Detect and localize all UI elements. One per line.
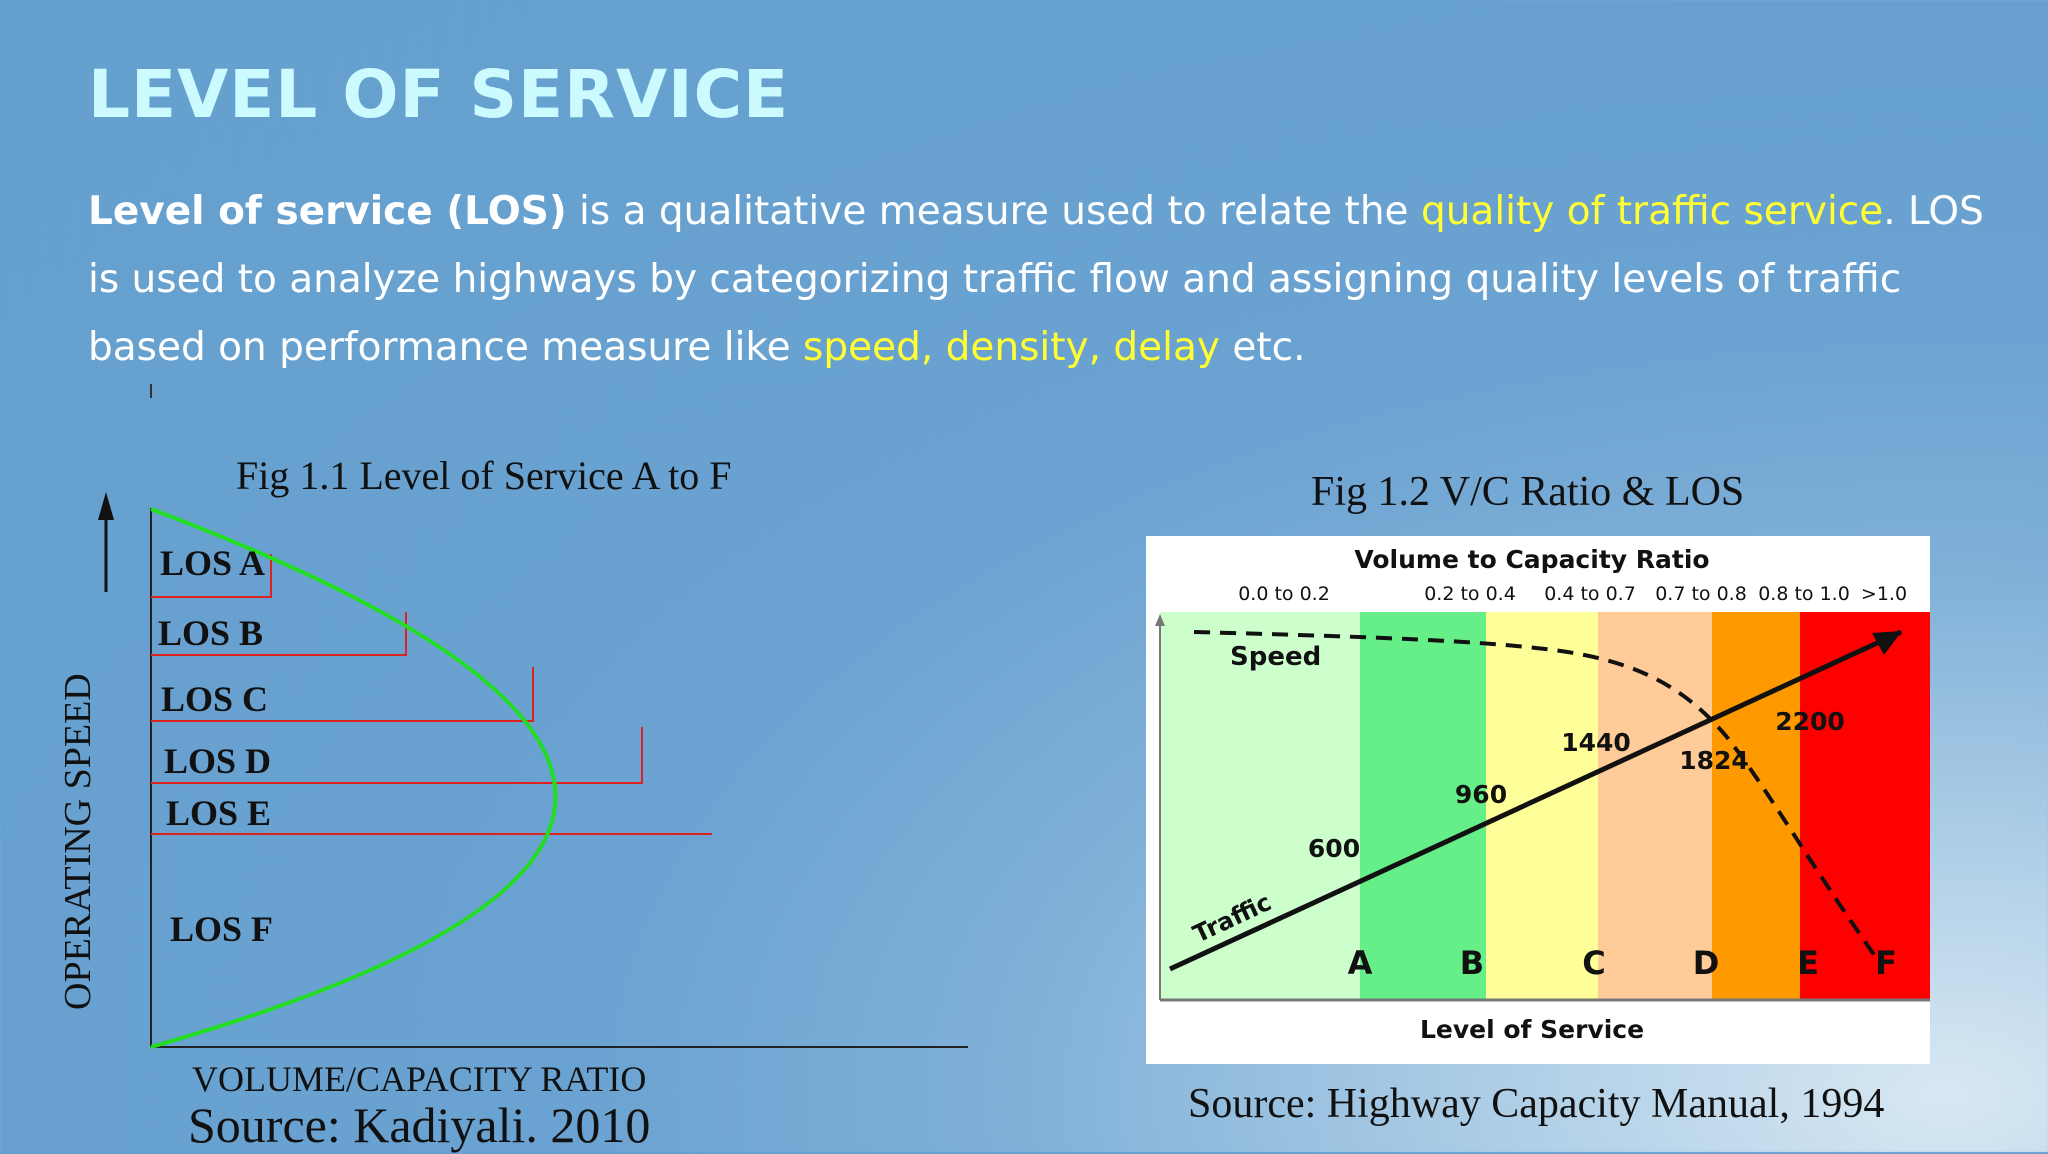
los-a-step xyxy=(151,554,272,598)
los-d-label: LOS D xyxy=(164,741,272,781)
band-b xyxy=(1360,612,1486,1000)
intro-text-2: . LOS is used to analyze highways by cat… xyxy=(88,189,1984,370)
los-letter-f: F xyxy=(1875,944,1897,982)
volume-2200: 2200 xyxy=(1775,707,1845,736)
stray-tick-mark xyxy=(150,384,152,398)
range-1: 0.0 to 0.2 xyxy=(1238,583,1330,605)
fig2-bottom-axis-label: Level of Service xyxy=(1420,1015,1644,1044)
fig1-speed-curve xyxy=(150,507,558,1049)
fig1-y-arrowhead xyxy=(98,492,114,520)
fig2-y-arrowhead xyxy=(1155,614,1165,626)
band-f xyxy=(1800,612,1930,1000)
los-letter-a: A xyxy=(1348,944,1373,982)
volume-1824: 1824 xyxy=(1679,746,1749,775)
fig1-y-axis-label: OPERATING SPEED xyxy=(57,673,99,1010)
band-d xyxy=(1598,612,1712,1000)
los-letter-d: D xyxy=(1693,944,1720,982)
range-2: 0.2 to 0.4 xyxy=(1424,583,1516,605)
highlight-measures: speed, density, delay xyxy=(803,325,1220,370)
los-c-step xyxy=(151,667,534,722)
fig1-los-steps xyxy=(151,554,712,835)
traffic-line xyxy=(1168,629,1903,972)
range-4: 0.7 to 0.8 xyxy=(1655,583,1747,605)
los-b-label: LOS B xyxy=(158,613,264,653)
range-3: 0.4 to 0.7 xyxy=(1544,583,1636,605)
range-5: 0.8 to 1.0 xyxy=(1758,583,1850,605)
intro-paragraph: Level of service (LOS) is a qualitative … xyxy=(88,178,2008,382)
page-title: LEVEL OF SERVICE xyxy=(88,56,790,133)
speed-curve xyxy=(1193,630,1884,968)
los-f-label: LOS F xyxy=(170,909,274,949)
los-letter-e: E xyxy=(1797,944,1819,982)
traffic-arrowhead xyxy=(1872,631,1902,655)
band-e xyxy=(1712,612,1800,1000)
los-term: Level of service (LOS) xyxy=(88,189,567,234)
los-c-label: LOS C xyxy=(161,679,269,719)
intro-text-1: is a qualitative measure used to relate … xyxy=(566,189,1421,234)
intro-text-3: etc. xyxy=(1219,325,1306,370)
volume-600: 600 xyxy=(1308,834,1360,863)
fig1-x-axis-label: VOLUME/CAPACITY RATIO xyxy=(192,1059,647,1099)
fig2-chart: Volume to Capacity Ratio 0.0 to 0.2 0.2 … xyxy=(1155,545,1930,1044)
volume-1440: 1440 xyxy=(1561,728,1631,757)
los-letter-c: C xyxy=(1582,944,1605,982)
los-a-label: LOS A xyxy=(160,543,266,583)
fig1-diagram xyxy=(98,492,968,1049)
fig1-source: Source: Kadiyali. 2010 xyxy=(188,1097,651,1153)
los-e-label: LOS E xyxy=(166,793,272,833)
band-c xyxy=(1486,612,1598,1000)
speed-label: Speed xyxy=(1230,642,1321,672)
band-a xyxy=(1160,612,1360,1000)
fig2-chart-panel: Volume to Capacity Ratio 0.0 to 0.2 0.2 … xyxy=(1146,536,1930,1064)
highlight-quality: quality of traffic service xyxy=(1420,189,1884,234)
los-letter-b: B xyxy=(1460,944,1484,982)
fig1-title: Fig 1.1 Level of Service A to F xyxy=(236,453,732,498)
los-d-step xyxy=(151,727,643,784)
range-6: >1.0 xyxy=(1861,583,1907,605)
fig2-source: Source: Highway Capacity Manual, 1994 xyxy=(1188,1081,1885,1127)
fig2-title: Fig 1.2 V/C Ratio & LOS xyxy=(1311,469,1745,515)
fig2-top-axis-label: Volume to Capacity Ratio xyxy=(1354,545,1709,574)
volume-960: 960 xyxy=(1455,780,1507,809)
